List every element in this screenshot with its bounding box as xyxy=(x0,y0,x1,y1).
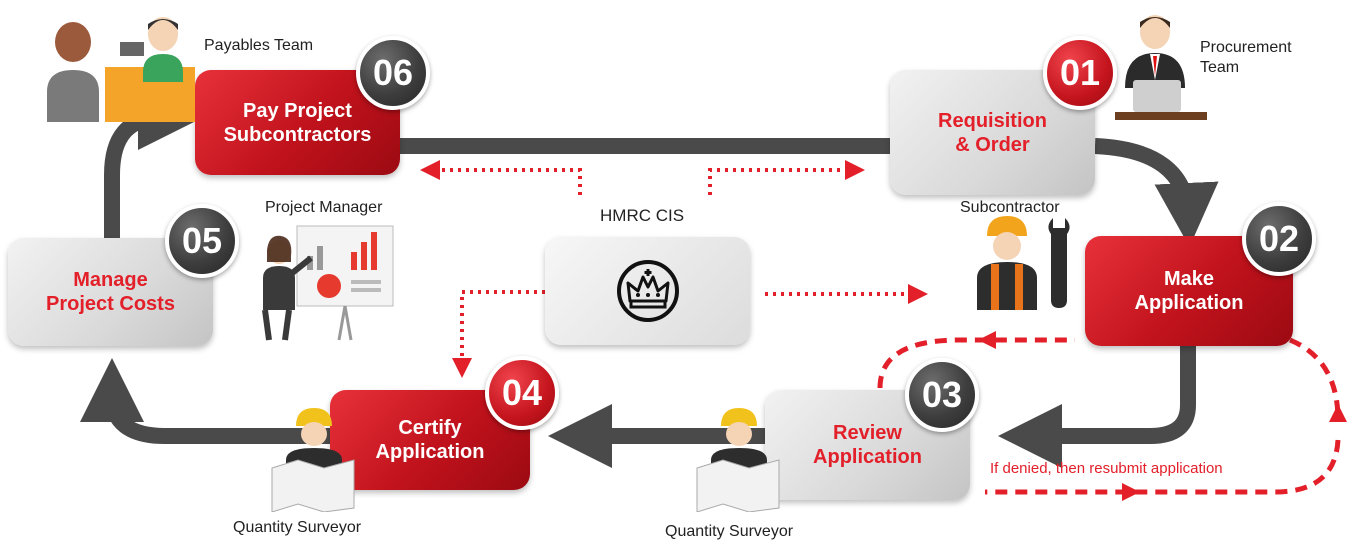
resubmit-head-2 xyxy=(1329,404,1347,422)
resubmit-head-1 xyxy=(978,331,996,349)
step-05-label: Manage Project Costs xyxy=(46,269,175,315)
step-04-label: Certify Application xyxy=(375,417,485,463)
step-02-number: 02 xyxy=(1242,202,1316,276)
hmrc-arrow-to-01 xyxy=(708,160,865,195)
quantity-surveyor-illustration-03 xyxy=(696,408,780,512)
subcontractor-illustration xyxy=(977,216,1070,310)
quantity-surveyor-illustration-04 xyxy=(271,408,355,512)
role-payables-team: Payables Team xyxy=(204,37,314,54)
step-06-label: Pay Project Subcontractors xyxy=(223,99,372,146)
payables-team-illustration xyxy=(47,17,195,122)
procurement-team-illustration xyxy=(1115,15,1207,120)
arrow-02-03 xyxy=(998,345,1196,468)
resubmit-head-3 xyxy=(1122,483,1140,501)
resubmit-loop-right xyxy=(1289,337,1341,421)
resubmit-loop-bottom xyxy=(985,439,1341,495)
step-05-number: 05 xyxy=(165,204,239,278)
role-project-manager: Project Manager xyxy=(265,199,383,216)
role-quantity-surveyor-03: Quantity Surveyor xyxy=(665,523,794,540)
role-subcontractor: Subcontractor xyxy=(960,199,1060,216)
step-03-label: Review Application xyxy=(813,422,922,468)
resubmit-loop xyxy=(877,337,1075,389)
crown-icon xyxy=(616,260,679,322)
role-quantity-surveyor-04: Quantity Surveyor xyxy=(233,519,362,536)
step-01-number: 01 xyxy=(1043,36,1117,110)
hmrc-arrow-to-06 xyxy=(420,160,582,195)
step-02-label: Make Application xyxy=(1134,268,1244,314)
arrow-01-02 xyxy=(1094,138,1219,247)
step-01-label: Requisition & Order xyxy=(938,109,1047,156)
role-procurement-team: Procurement Team xyxy=(1200,39,1292,76)
hmrc-box xyxy=(545,237,750,345)
resubmit-note: If denied, then resubmit application xyxy=(990,460,1223,477)
step-03-number: 03 xyxy=(905,358,979,432)
hmrc-arrow-to-04 xyxy=(452,290,545,378)
step-04-number: 04 xyxy=(485,356,559,430)
arrow-05-06 xyxy=(104,86,202,238)
project-manager-illustration xyxy=(262,225,394,341)
arrow-04-05 xyxy=(80,358,330,444)
hmrc-label: HMRC CIS xyxy=(600,206,685,225)
step-06-number: 06 xyxy=(356,36,430,110)
